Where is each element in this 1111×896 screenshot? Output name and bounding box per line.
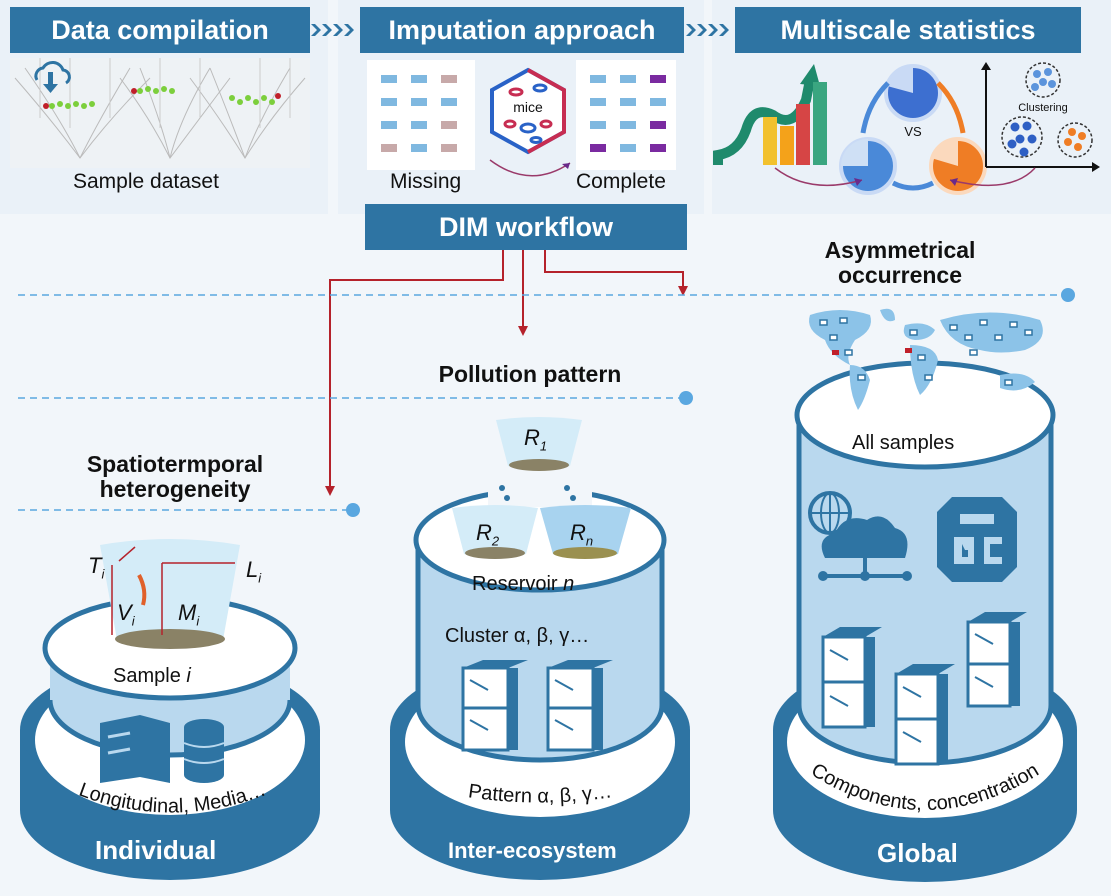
reservoir-r1-label: R1 (524, 425, 548, 454)
heading-line: heterogeneity (99, 476, 251, 502)
ring-text-individual: Longitudinal, Media… (76, 779, 268, 818)
reservoir-r1-icon (496, 417, 582, 471)
trend-bar-chart-icon (713, 64, 827, 165)
reservoir-rn-icon (540, 505, 631, 559)
variable-v: Vi (117, 600, 135, 629)
svg-text:Components, concentration: Components, concentration (807, 759, 1042, 815)
imputation-arrow (489, 159, 571, 177)
cloud-network-icon (808, 491, 912, 581)
ring-text: Components, concentration (807, 759, 1042, 815)
reservoir-r2-label: R2 (476, 520, 500, 549)
svg-text:Pattern α, β, γ…: Pattern α, β, γ… (467, 780, 613, 807)
base-label-inter-ecosystem: Inter-ecosystem (448, 838, 617, 863)
caption-missing: Missing (390, 170, 462, 193)
label-all-samples: All samples (852, 432, 955, 454)
ring-text: Longitudinal, Media… (76, 779, 268, 818)
molecule-icon (229, 93, 281, 105)
caption-complete: Complete (576, 170, 666, 193)
mice-logo-text: mice (513, 99, 543, 115)
level-line-global (18, 288, 1075, 302)
label-sample-i: Sample i (113, 665, 191, 687)
dim-workflow-header: DIM workflow (365, 204, 687, 250)
reservoir-r2-icon (452, 505, 538, 559)
sample-dataset-illustration (10, 58, 310, 168)
heading-asymmetrical-occurrence: Asymmetrical occurrence (790, 238, 1010, 288)
variable-l: Li (246, 557, 262, 586)
heading-pollution-pattern: Pollution pattern (438, 361, 622, 387)
heading-line: Spatiotermporal (86, 451, 264, 477)
comparison-cycle-icon: VS (839, 64, 987, 195)
vs-label: VS (904, 124, 922, 139)
chevron-arrows-icon (686, 24, 729, 36)
gc-logo-icon (937, 497, 1017, 582)
cloud-download-icon (34, 61, 71, 93)
cylinder-inter-ecosystem (390, 485, 690, 880)
clustering-label: Clustering (1018, 102, 1068, 114)
ring-text-pattern: Pattern α, β, γ… (467, 780, 613, 807)
svg-text:Longitudinal, Media…: Longitudinal, Media… (76, 779, 268, 818)
variable-t: Ti (88, 553, 105, 582)
database-icons (100, 715, 225, 783)
level-line-individual (18, 503, 360, 517)
server-icons (461, 660, 613, 752)
label-cluster: Cluster α, β, γ… (445, 625, 590, 647)
server-icons-global (821, 612, 1027, 766)
sample-vessel (100, 539, 240, 649)
reservoir-rn-label: Rn (570, 520, 594, 549)
ring-text: Pattern α, β, γ… (467, 780, 613, 807)
molecule-icon (131, 86, 175, 94)
mice-logo: mice (490, 67, 566, 155)
world-map-icon (809, 308, 1043, 410)
missing-data-grid (367, 60, 475, 170)
label-reservoir-n: Reservoir n (472, 573, 575, 595)
base-label-individual: Individual (95, 835, 217, 865)
level-line-pattern (18, 391, 693, 405)
heading-line: occurrence (837, 262, 962, 288)
header-data-compilation: Data compilation (10, 7, 310, 53)
base-label-global: Global (877, 838, 958, 868)
variable-m: Mi (178, 600, 200, 629)
heading-line: Asymmetrical (824, 237, 976, 263)
clustering-plot-icon: Clustering (981, 62, 1100, 172)
molecule-icon (43, 101, 95, 109)
workflow-arrows (325, 250, 688, 496)
complete-data-grid (576, 60, 676, 170)
ring-text-global: Components, concentration (807, 759, 1042, 815)
header-multiscale: Multiscale statistics (735, 7, 1081, 53)
multiscale-arrows (774, 167, 1036, 187)
header-imputation: Imputation approach (360, 7, 684, 53)
fish-icon (137, 574, 147, 606)
chevron-arrows-icon (311, 24, 354, 36)
caption-sample-dataset: Sample dataset (73, 170, 219, 193)
heading-spatiotemporal: Spatiotermporal heterogeneity (50, 452, 300, 502)
